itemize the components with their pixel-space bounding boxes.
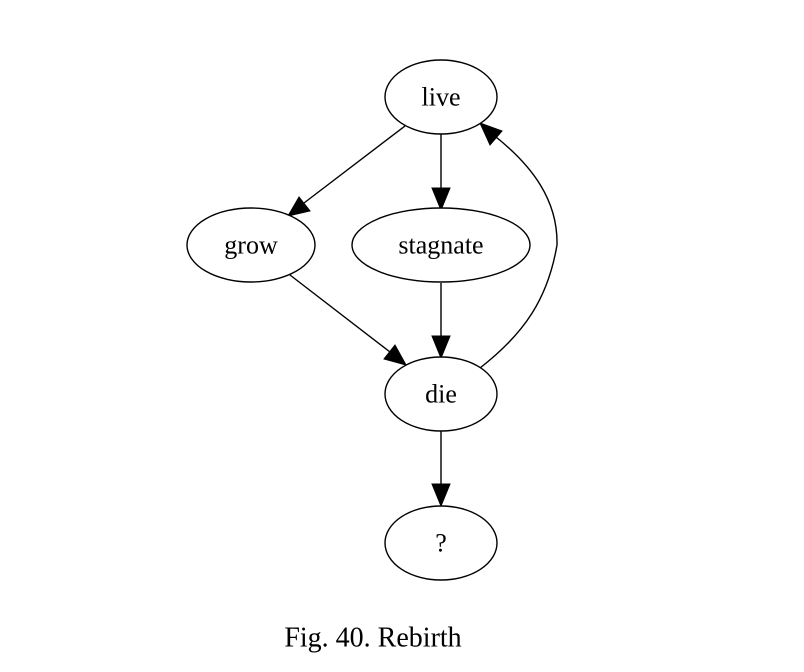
node-stagnate-label: stagnate bbox=[398, 231, 483, 260]
node-stagnate: stagnate bbox=[351, 207, 531, 283]
edge-die-unknown bbox=[431, 431, 451, 508]
node-grow-label: grow bbox=[224, 231, 278, 260]
edge-stagnate-die bbox=[431, 283, 451, 360]
figure-caption: Fig. 40. Rebirth bbox=[284, 623, 461, 654]
node-live-label: live bbox=[422, 83, 461, 112]
node-unknown: ? bbox=[384, 505, 498, 581]
node-die: die bbox=[384, 356, 498, 432]
node-die-label: die bbox=[425, 380, 457, 409]
edge-grow-die bbox=[289, 274, 408, 366]
node-unknown-label: ? bbox=[435, 529, 447, 558]
node-live: live bbox=[384, 59, 498, 135]
node-grow: grow bbox=[186, 207, 316, 283]
edge-die-live bbox=[479, 122, 558, 369]
edge-live-grow bbox=[286, 125, 406, 217]
edge-live-stagnate bbox=[431, 134, 451, 212]
